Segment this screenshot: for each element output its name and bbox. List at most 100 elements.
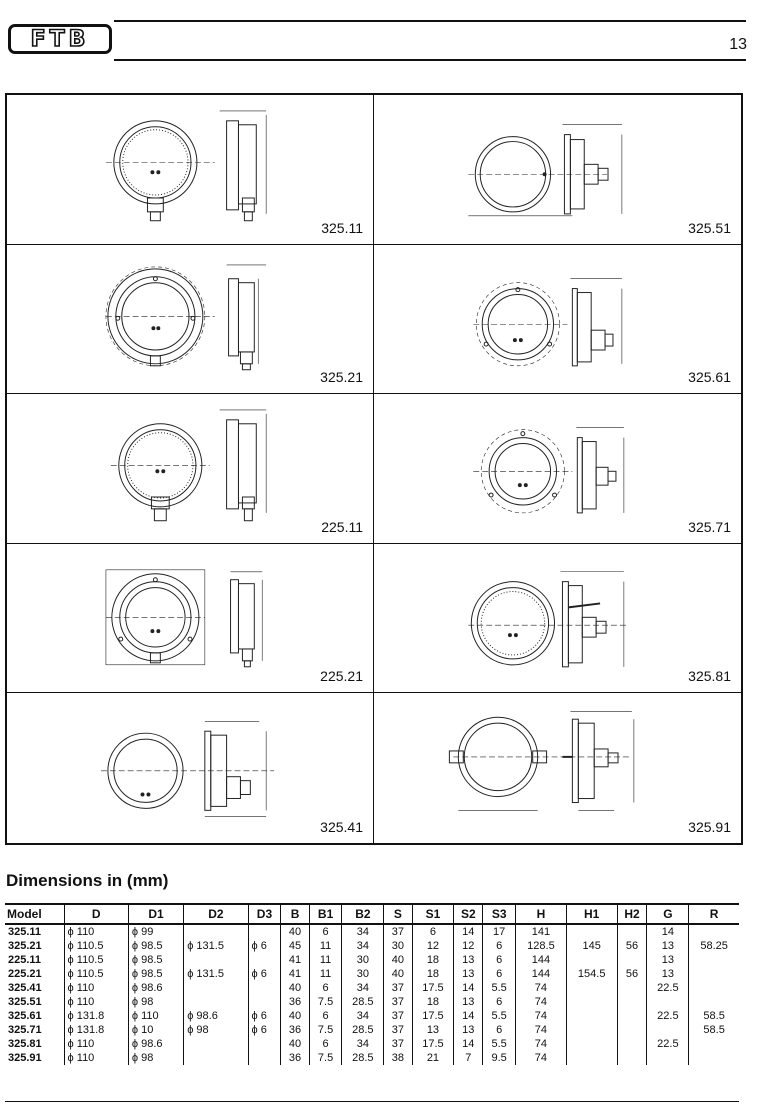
value-cell: 56 [616,967,647,981]
value-cell: ϕ 131.8 [63,1009,129,1023]
dimensions-title: Dimensions in (mm) [6,871,169,890]
column-header: H1 [565,903,618,925]
model-cell: 325.21 [8,940,42,952]
value-cell [247,995,281,1009]
value-cell: 30 [383,939,413,953]
value-cell: 144 [515,953,567,967]
value-cell: 22.5 [646,981,689,995]
value-cell: 17.5 [411,1037,454,1051]
value-cell [688,953,739,967]
footer-rule [5,1101,739,1102]
page-number: 13 [729,36,747,53]
value-cell: ϕ 110 [63,995,129,1009]
value-cell: 11 [308,967,342,981]
value-cell [688,981,739,995]
drawing-cell: 325.71 [374,394,741,544]
column-header: D1 [127,903,184,925]
value-cell [688,924,739,939]
gauge-drawing [468,571,627,668]
value-cell: 40 [280,924,310,939]
value-cell [646,1023,689,1037]
drawings-grid: 325.11 325.51 325.21 [5,93,743,845]
model-label: 225.11 [321,518,363,535]
value-cell: 9.5 [482,1051,516,1065]
value-cell [565,1023,618,1037]
value-cell: ϕ 110 [63,1051,129,1065]
value-cell: 28.5 [341,1023,384,1037]
column-header: Model [5,903,65,925]
value-cell: ϕ 110.5 [63,953,129,967]
column-header: D2 [183,903,249,925]
value-cell: 14 [453,981,483,995]
model-cell: 325.81 [8,1038,42,1050]
column-header: H2 [616,903,647,925]
column-header: G [646,903,689,925]
model-cell: 325.71 [8,1024,42,1036]
value-cell: 34 [341,1037,384,1051]
value-cell: 34 [341,981,384,995]
value-cell: 5.5 [482,1037,516,1051]
model-label: 325.21 [320,369,363,386]
value-cell: 45 [280,939,310,953]
model-label: 325.51 [688,219,731,236]
value-cell [616,981,647,995]
value-cell [616,1023,647,1037]
header-rule-bottom [114,59,746,61]
value-cell: 13 [646,967,689,981]
value-cell: ϕ 6 [247,939,281,953]
model-label: 325.91 [688,819,731,835]
column-header: B [280,903,310,925]
value-cell [565,1051,618,1065]
value-cell: 28.5 [341,1051,384,1065]
value-cell: 40 [383,953,413,967]
drawing-cell: 225.21 [7,543,374,694]
value-cell: 38 [383,1051,413,1065]
value-cell: ϕ 98.6 [183,1009,249,1023]
value-cell: 7.5 [308,1023,342,1037]
value-cell: 12 [453,939,483,953]
value-cell: 13 [453,1023,483,1037]
value-cell [565,1009,618,1023]
value-cell: ϕ 98.6 [127,981,184,995]
value-cell: 17.5 [411,981,454,995]
value-cell [565,924,618,939]
logo-text: FTB [30,26,90,53]
value-cell [247,981,281,995]
value-cell: 34 [341,1009,384,1023]
value-cell: 141 [515,924,567,939]
value-cell: 6 [308,924,342,939]
value-cell: 22.5 [646,1037,689,1051]
value-cell: 6 [308,1037,342,1051]
model-cell: 225.11 [8,954,42,966]
value-cell [565,995,618,1009]
value-cell: 7.5 [308,1051,342,1065]
value-cell: 13 [411,1023,454,1037]
value-cell: 6 [482,953,516,967]
value-cell [247,953,281,967]
value-cell: 41 [280,967,310,981]
value-cell: 56 [616,939,647,953]
value-cell: 28.5 [341,995,384,1009]
model-cell: 225.21 [8,968,42,980]
gauge-drawing [100,721,275,817]
value-cell: ϕ 131.5 [183,939,249,953]
value-cell: 37 [383,995,413,1009]
gauge-drawing [105,110,267,222]
value-cell: 11 [308,939,342,953]
value-cell [616,1009,647,1023]
value-cell: 18 [411,967,454,981]
drawing-cell: 325.11 [7,95,374,245]
column-header: H [515,903,567,925]
value-cell: ϕ 6 [247,1023,281,1037]
column-header: B1 [308,903,342,925]
drawing-cell: 325.21 [7,244,374,395]
value-cell: 58.5 [688,1023,739,1037]
value-cell: 13 [646,953,689,967]
value-cell [183,981,249,995]
value-cell: 13 [646,939,689,953]
